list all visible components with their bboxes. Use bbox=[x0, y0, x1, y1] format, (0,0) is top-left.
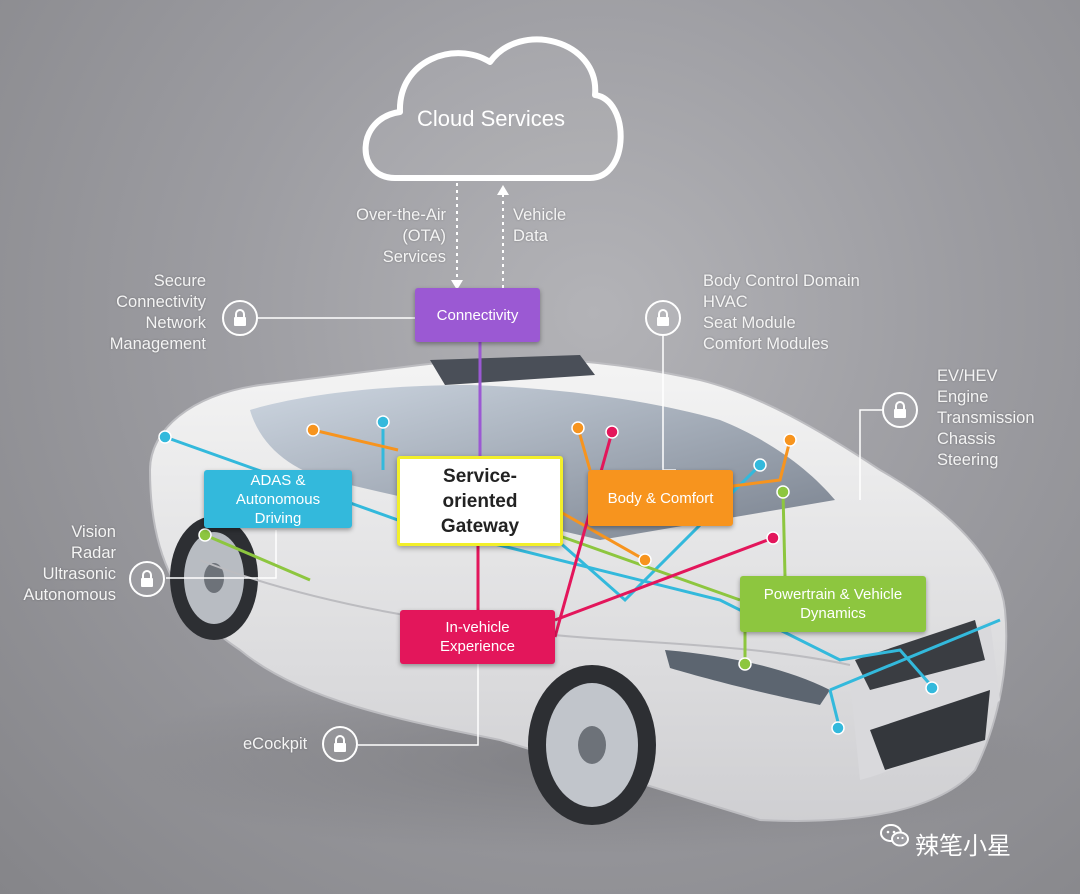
cloud-services-label: Cloud Services bbox=[417, 106, 565, 131]
watermark-text: 辣笔小星 bbox=[915, 833, 1011, 860]
lock-icon bbox=[322, 726, 358, 762]
service-oriented-gateway-box: Service- oriented Gateway bbox=[397, 456, 563, 546]
invehicle-box: In-vehicle Experience bbox=[400, 610, 555, 664]
lock-icon bbox=[222, 300, 258, 336]
body-comfort-box: Body & Comfort bbox=[588, 470, 733, 526]
connectivity-box: Connectivity bbox=[415, 288, 540, 342]
lock-icon bbox=[129, 561, 165, 597]
ota-label: Over-the-Air (OTA) Services bbox=[356, 206, 446, 266]
ecockpit-label: eCockpit bbox=[243, 735, 308, 753]
wechat-icon bbox=[880, 824, 909, 847]
cloud-icon bbox=[362, 36, 624, 181]
body-domain-label: Body Control Domain HVAC Seat Module Com… bbox=[703, 272, 860, 353]
powertrain-box: Powertrain & Vehicle Dynamics bbox=[740, 576, 926, 632]
secure-connectivity-label: Secure Connectivity Network Management bbox=[109, 272, 206, 353]
vehicle-data-label: Vehicle Data bbox=[513, 206, 567, 245]
adas-domain-label: Vision Radar Ultrasonic Autonomous bbox=[23, 523, 116, 604]
lock-icon bbox=[882, 392, 918, 428]
network-wiring bbox=[164, 342, 1001, 731]
powertrain-domain-label: EV/HEV Engine Transmission Chassis Steer… bbox=[937, 367, 1035, 469]
adas-box: ADAS & Autonomous Driving bbox=[204, 470, 352, 528]
lock-icon bbox=[645, 300, 681, 336]
connection-dots bbox=[158, 415, 939, 735]
